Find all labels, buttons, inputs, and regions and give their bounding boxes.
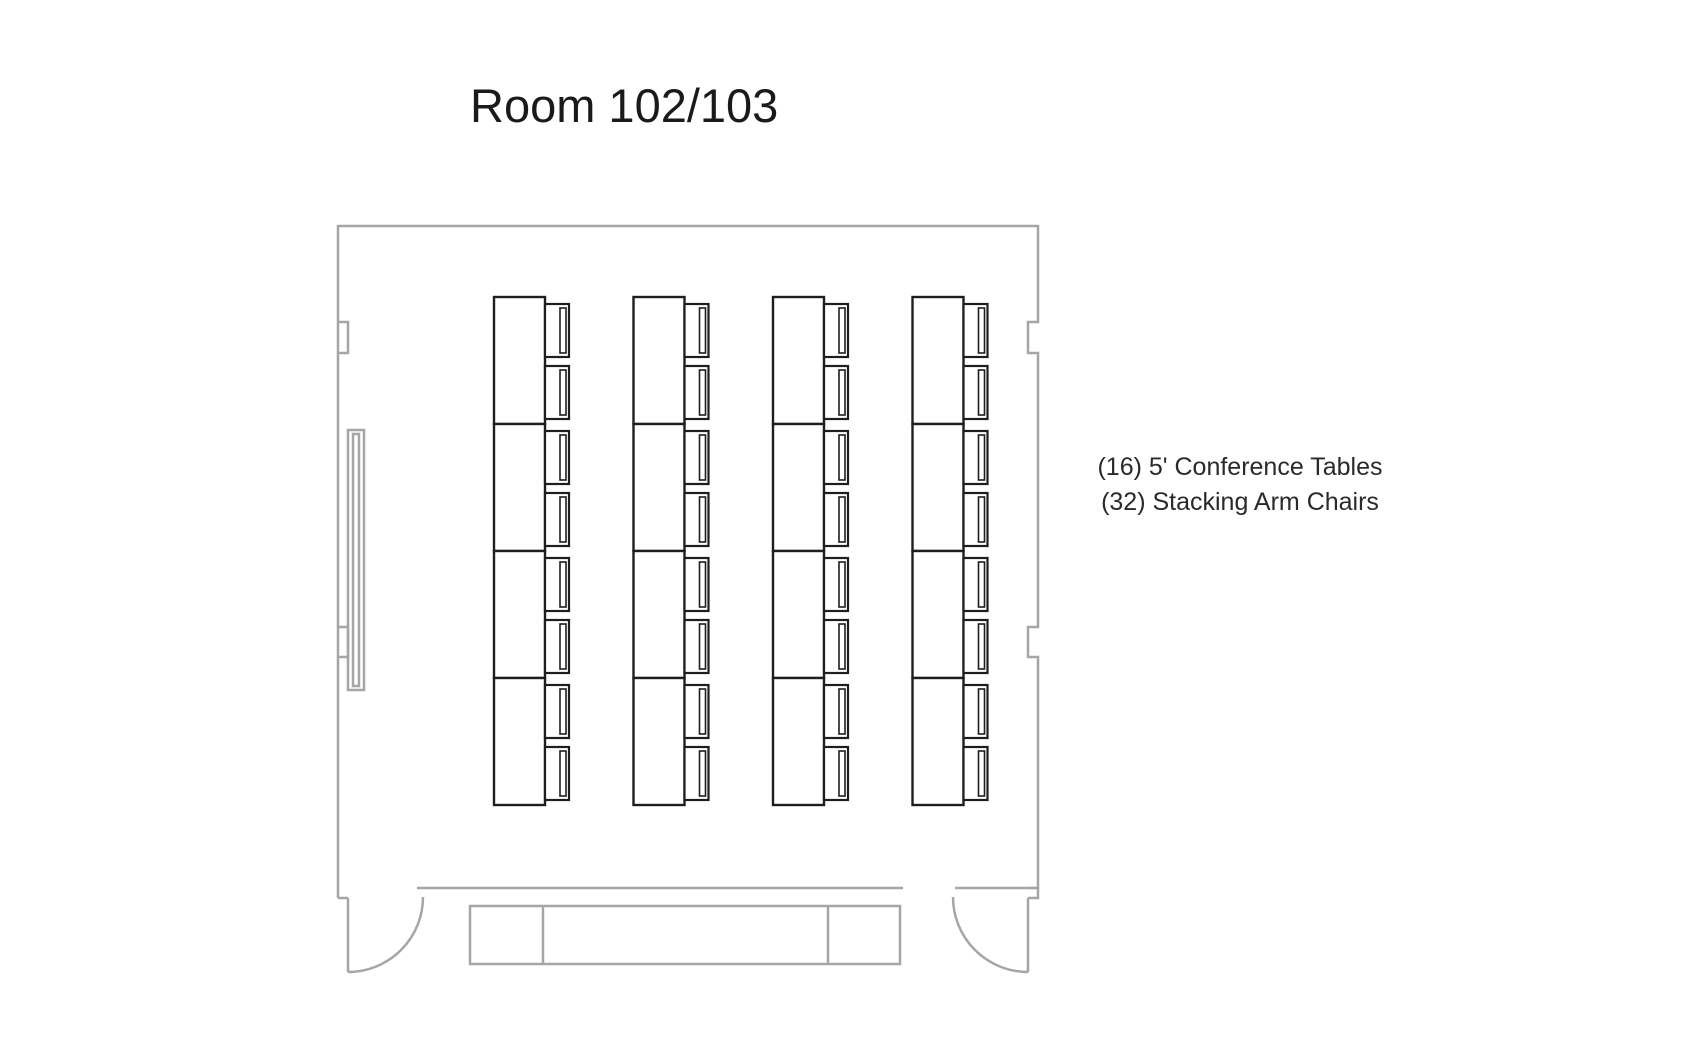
chair-back: [838, 434, 846, 481]
stacking-arm-chair: [683, 364, 710, 421]
stacking-arm-chair: [962, 618, 989, 675]
stacking-arm-chair: [822, 364, 850, 421]
chair-back: [838, 307, 846, 354]
room-walls-left: [338, 320, 350, 659]
conference-table: [911, 295, 965, 426]
stacking-arm-chair: [962, 364, 989, 421]
stacking-arm-chair: [962, 491, 989, 548]
stacking-arm-chair: [822, 683, 850, 740]
conference-table: [771, 295, 826, 426]
stacking-arm-chair: [543, 302, 571, 359]
stacking-arm-chair: [822, 491, 850, 548]
stacking-arm-chair: [683, 302, 710, 359]
stacking-arm-chair: [822, 745, 850, 802]
conference-table: [771, 549, 826, 680]
stacking-arm-chair: [543, 683, 571, 740]
conference-table: [492, 549, 547, 680]
conference-table: [771, 422, 826, 553]
chair-back: [559, 561, 567, 608]
conference-table: [632, 549, 686, 680]
chair-back: [559, 307, 567, 354]
conference-table: [632, 295, 686, 426]
chair-back: [559, 434, 567, 481]
conference-table: [911, 549, 965, 680]
stacking-arm-chair: [683, 491, 710, 548]
stacking-arm-chair: [683, 618, 710, 675]
stacking-arm-chair: [822, 556, 850, 613]
chair-back: [977, 623, 986, 670]
right-wall-stub: [1028, 886, 1040, 900]
stacking-arm-chair: [543, 556, 571, 613]
chair-back: [977, 750, 986, 797]
chair-back: [559, 688, 567, 735]
front-counter: [468, 904, 902, 966]
stacking-arm-chair: [543, 745, 571, 802]
stacking-arm-chair: [962, 302, 989, 359]
stacking-arm-chair: [962, 683, 989, 740]
legend: (16) 5' Conference Tables (32) Stacking …: [1030, 450, 1450, 520]
conference-table: [911, 422, 965, 553]
left-door: [346, 896, 425, 974]
chair-back: [698, 688, 707, 735]
conference-table: [492, 676, 547, 807]
stacking-arm-chair: [683, 429, 710, 486]
wall-panel-inner: [351, 432, 361, 688]
room-walls-bottom: [338, 886, 903, 900]
stacking-arm-chair: [962, 429, 989, 486]
chair-back: [977, 434, 986, 481]
right-door: [951, 896, 1030, 974]
chair-back: [698, 307, 707, 354]
chair-back: [838, 369, 846, 416]
chair-back: [838, 496, 846, 543]
chair-back: [977, 369, 986, 416]
chair-back: [698, 369, 707, 416]
legend-tables: (16) 5' Conference Tables: [1097, 453, 1383, 481]
legend-chairs: (32) Stacking Arm Chairs: [1101, 488, 1379, 516]
chair-back: [838, 561, 846, 608]
chair-back: [559, 496, 567, 543]
stacking-arm-chair: [962, 745, 989, 802]
stacking-arm-chair: [683, 683, 710, 740]
room-walls: [336, 224, 1040, 898]
conference-table: [492, 422, 547, 553]
furniture: [492, 295, 989, 807]
chair-back: [698, 623, 707, 670]
chair-back: [977, 307, 986, 354]
stacking-arm-chair: [683, 745, 710, 802]
chair-back: [977, 561, 986, 608]
stacking-arm-chair: [543, 618, 571, 675]
conference-table: [911, 676, 965, 807]
stacking-arm-chair: [543, 364, 571, 421]
page-title: Room 102/103: [470, 79, 779, 132]
chair-back: [559, 623, 567, 670]
chair-back: [698, 496, 707, 543]
wall-panel: [346, 428, 366, 692]
chair-back: [838, 750, 846, 797]
stacking-arm-chair: [543, 429, 571, 486]
chair-back: [698, 561, 707, 608]
conference-table: [632, 422, 686, 553]
stacking-arm-chair: [683, 556, 710, 613]
stacking-arm-chair: [962, 556, 989, 613]
conference-table: [632, 676, 686, 807]
chair-back: [559, 369, 567, 416]
chair-back: [977, 496, 986, 543]
chair-back: [838, 688, 846, 735]
chair-back: [698, 750, 707, 797]
stacking-arm-chair: [543, 491, 571, 548]
chair-back: [698, 434, 707, 481]
conference-table: [771, 676, 826, 807]
chair-back: [559, 750, 567, 797]
stacking-arm-chair: [822, 302, 850, 359]
chair-back: [838, 623, 846, 670]
chair-back: [977, 688, 986, 735]
stacking-arm-chair: [822, 429, 850, 486]
stacking-arm-chair: [822, 618, 850, 675]
conference-table: [492, 295, 547, 426]
